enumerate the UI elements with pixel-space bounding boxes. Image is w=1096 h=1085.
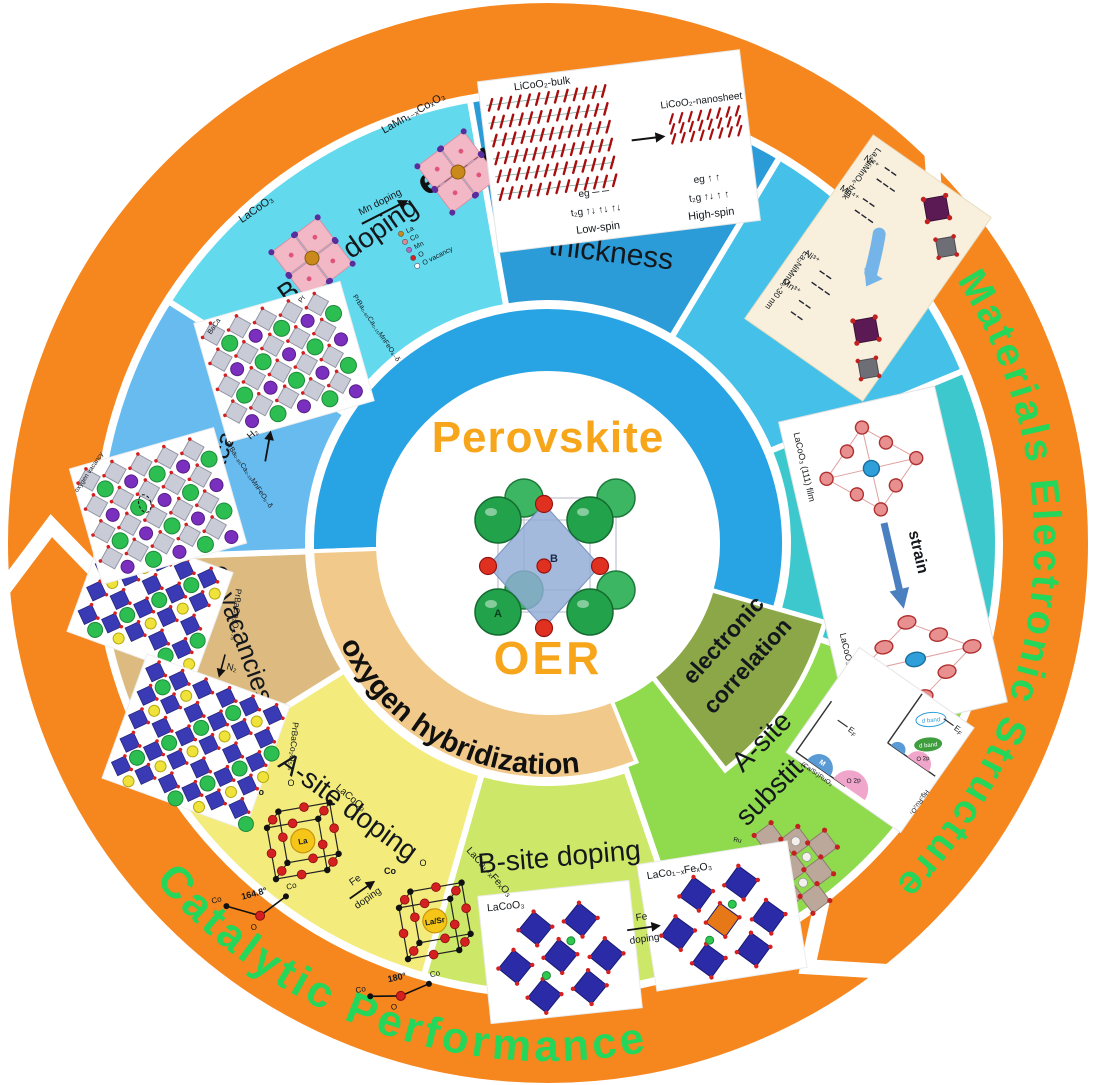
site-a-label: A — [494, 608, 502, 620]
label-o2: O — [419, 858, 426, 868]
angle-co-r: Co — [429, 968, 441, 979]
inset-size: Ni²⁺Mn⁴⁺Ni³⁺Mn³⁺La₂NiMnO₆-bulkLa₂NiMnO₆-… — [744, 134, 992, 402]
arrow-fe: Fe — [635, 911, 649, 924]
arrow-doping: doping — [629, 932, 660, 947]
ef-label: EF — [951, 723, 965, 737]
cfg-high-t2g: t₂g ↑↓ ↑ ↑ — [688, 189, 730, 205]
arrow-fe-doping: Fe doping — [627, 911, 661, 947]
arrow-n2: N₂ — [216, 654, 239, 678]
ring-chevron-gap — [0, 514, 115, 601]
arrow-n2-label: N₂ — [225, 661, 238, 674]
legend-item: La — [405, 225, 415, 235]
site-b-label: B — [550, 553, 558, 565]
hub-subtitle: OER — [494, 632, 603, 684]
inset-o-vacancies-tan: PrBaCo₂O₅.₅ — [101, 653, 301, 833]
band-dband-filled: d band — [919, 742, 938, 750]
label-co2: Co — [384, 866, 396, 876]
legend-item: Co — [409, 233, 420, 243]
ef-label: EF — [845, 725, 859, 739]
bond-angle: 180° — [387, 970, 408, 984]
inset-strain: LaCoO₃ (111) filmstrainLaCoO₃ (100) film — [778, 385, 1008, 739]
formula: LaCoO₃ — [486, 898, 525, 914]
ring-chevron-gap — [798, 884, 896, 980]
cube-center: La/Sr — [424, 915, 445, 927]
formula-prbacoo: PrBaCo₂O₅.₅ — [286, 722, 300, 772]
band-dband-empty: d band — [922, 717, 941, 725]
outer-ring — [8, 3, 1088, 1083]
angle-co-l: Co — [355, 984, 367, 995]
inset-b-site-doping-bottom: LaCoO₃ — [477, 879, 643, 1025]
angle-co-r: Co — [285, 880, 298, 891]
label-high-spin: High-spin — [688, 205, 736, 223]
band-m: M — [818, 759, 827, 768]
band-o2p-2: O 2p — [916, 756, 930, 763]
label-low-spin: Low-spin — [576, 220, 621, 237]
cfg-low-eg: eg ─ ─ — [578, 185, 611, 200]
cfg-high-eg: eg ↑ ↑ — [693, 172, 721, 186]
legend-item: O — [417, 250, 426, 259]
legend-item: Mn — [413, 240, 425, 251]
inset-b-site-doping-bottom: LaCo₁₋ₓFeₓO₃ — [636, 840, 808, 992]
atom-ru: Ru — [733, 837, 743, 845]
formula-prbacoo: PrBaCo₂O₅.₇₅ — [229, 588, 243, 640]
angle-o: O — [250, 922, 258, 932]
angle-o: O — [390, 1002, 398, 1012]
perovskite-structure-icon: BA — [474, 478, 636, 638]
label-o: O — [287, 778, 294, 788]
band-o2p: O 2p — [846, 777, 861, 785]
cube-center: La — [298, 836, 309, 847]
label-pr: Pr — [298, 294, 308, 304]
hub-title: Perovskite — [432, 413, 665, 462]
angle-co-l: Co — [210, 894, 223, 905]
